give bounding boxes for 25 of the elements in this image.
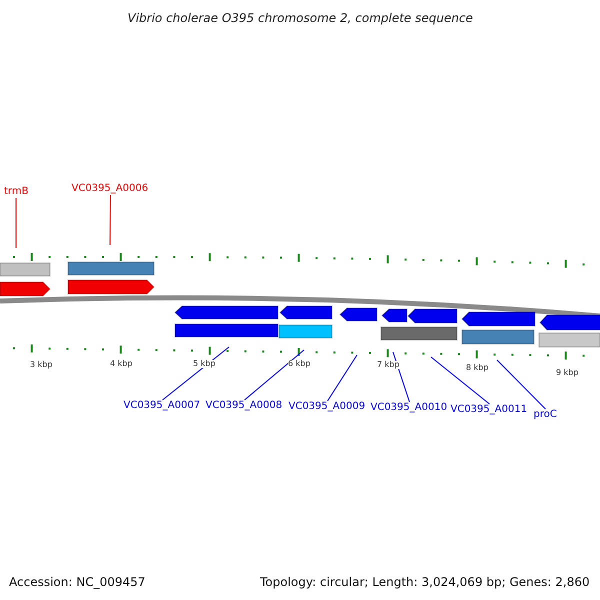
- scale-label: 6 kbp: [288, 360, 310, 368]
- gene-label: VC0395_A0011: [450, 405, 528, 415]
- footer-text: Topology: circular; Length: 3,024,069 bp; Genes: 2,860: [260, 576, 590, 588]
- leader-line: [392, 352, 410, 402]
- gene-label: VC0395_A0010: [370, 403, 448, 413]
- leader-line: [162, 346, 230, 400]
- gene-label: proC: [534, 410, 557, 420]
- gene-label: VC0395_A0008: [206, 401, 282, 411]
- gene-label: VC0395_A0009: [288, 402, 366, 412]
- footer-text: Accession: NC_009457: [9, 576, 146, 588]
- diagram-title: Vibrio cholerae O395 chromosome 2, complete sequence: [128, 12, 473, 24]
- gene-label: VC0395_A0006: [72, 184, 148, 194]
- scale-label: 8 kbp: [466, 364, 488, 372]
- leader-line: [496, 360, 546, 410]
- scale-label: 9 kbp: [556, 369, 578, 377]
- leader-line: [110, 194, 111, 246]
- scale-label: 7 kbp: [377, 361, 400, 369]
- scale-label: 3 kbp: [30, 361, 52, 369]
- gene-label: trmB: [4, 187, 28, 197]
- leader-line: [430, 356, 490, 404]
- gene-label: VC0395_A0007: [124, 401, 200, 411]
- leader-line: [244, 350, 304, 400]
- scale-label: 5 kbp: [193, 360, 216, 368]
- leader-line: [327, 354, 358, 402]
- scale-label: 4 kbp: [110, 360, 132, 368]
